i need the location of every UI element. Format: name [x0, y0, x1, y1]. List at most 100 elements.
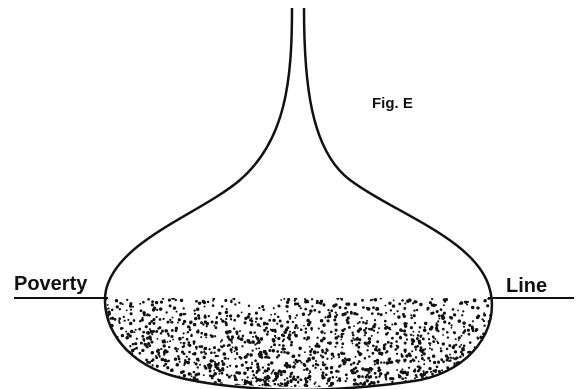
stipple-dot: [463, 326, 465, 328]
stipple-dot: [389, 345, 392, 348]
stipple-dot: [210, 351, 213, 354]
stipple-dot: [445, 298, 448, 301]
stipple-dot: [411, 340, 414, 343]
stipple-dot: [437, 320, 439, 322]
stipple-dot: [319, 302, 322, 305]
stipple-dot: [255, 321, 257, 323]
stipple-dot: [267, 368, 270, 371]
stipple-dot: [495, 369, 498, 372]
stipple-dot: [268, 319, 271, 322]
stipple-dot: [403, 329, 406, 332]
stipple-dot: [283, 298, 285, 300]
stipple-dot: [486, 347, 488, 349]
stipple-dot: [453, 331, 456, 334]
stipple-dot: [376, 350, 378, 352]
stipple-dot: [453, 375, 455, 377]
stipple-dot: [489, 342, 491, 344]
stipple-dot: [486, 359, 488, 361]
stipple-dot: [447, 384, 449, 386]
stipple-dot: [186, 338, 188, 340]
line-label: Line: [506, 275, 547, 297]
stipple-dot: [484, 341, 487, 344]
stipple-dot: [340, 297, 343, 300]
stipple-dot: [144, 374, 146, 376]
stipple-dot: [285, 362, 288, 365]
stipple-dot: [280, 374, 283, 377]
stipple-dot: [158, 382, 160, 384]
stipple-dot: [353, 303, 357, 307]
stipple-dot: [446, 331, 449, 334]
stipple-dot: [193, 376, 196, 379]
stipple-dot: [477, 384, 480, 387]
stipple-dot: [303, 369, 305, 371]
stipple-dot: [482, 386, 484, 388]
stipple-dot: [497, 359, 499, 361]
stipple-dot: [456, 382, 459, 385]
stipple-dot: [106, 357, 108, 359]
stipple-dot: [294, 384, 297, 387]
stipple-dot: [132, 377, 134, 379]
stipple-dot: [477, 373, 480, 376]
stipple-dot: [145, 376, 147, 378]
stipple-dot: [203, 374, 205, 376]
stipple-dot: [238, 335, 240, 337]
stipple-dot: [322, 323, 326, 327]
stipple-dot: [130, 330, 134, 334]
stipple-dot: [294, 302, 297, 305]
stipple-dot: [274, 335, 276, 337]
stipple-dot: [463, 344, 466, 347]
stipple-dot: [435, 324, 438, 327]
stipple-dot: [428, 338, 430, 340]
stipple-dot: [128, 359, 130, 361]
stipple-dot: [483, 312, 485, 314]
stipple-dot: [432, 312, 435, 315]
stipple-dot: [230, 318, 232, 320]
stipple-dot: [183, 307, 185, 309]
stipple-dot: [155, 301, 158, 304]
stipple-dot: [441, 316, 444, 319]
stipple-dot: [134, 381, 136, 383]
stipple-dot: [492, 331, 496, 335]
stipple-dot: [315, 345, 318, 348]
stipple-dot: [363, 329, 366, 332]
stipple-dot: [353, 338, 355, 340]
stipple-dot: [182, 346, 184, 348]
stipple-dot: [390, 329, 392, 331]
stipple-dot: [458, 319, 462, 323]
stipple-dot: [366, 379, 369, 382]
stipple-dot: [209, 359, 212, 362]
stipple-dot: [259, 378, 262, 381]
stipple-dot: [118, 352, 121, 355]
stipple-dot: [100, 372, 103, 375]
stipple-dot: [154, 373, 157, 376]
stipple-dot: [290, 373, 292, 375]
stipple-dot: [311, 348, 314, 351]
stipple-dot: [467, 360, 470, 363]
stipple-dot: [124, 352, 127, 355]
stipple-dot: [403, 371, 405, 373]
stipple-dot: [111, 343, 113, 345]
stipple-dot: [204, 314, 206, 316]
stipple-dot: [373, 360, 376, 363]
stipple-dot: [346, 311, 348, 313]
stipple-dot: [304, 308, 307, 311]
stipple-dot: [305, 328, 307, 330]
stipple-dot: [108, 333, 111, 336]
stipple-dot: [209, 385, 212, 388]
stipple-dot: [129, 334, 132, 337]
stipple-dot: [124, 357, 126, 359]
stipple-dot: [104, 350, 106, 352]
stipple-dot: [106, 365, 108, 367]
stipple-dot: [151, 375, 154, 378]
stipple-dot: [341, 346, 343, 348]
stipple-dot: [238, 356, 241, 359]
stipple-dot: [485, 373, 488, 376]
stipple-dot: [456, 357, 459, 360]
stipple-dot: [161, 379, 164, 382]
stipple-dot: [207, 301, 210, 304]
stipple-dot: [213, 346, 216, 349]
stipple-dot: [320, 319, 323, 322]
stipple-dot: [297, 327, 299, 329]
stipple-dot: [471, 325, 474, 328]
